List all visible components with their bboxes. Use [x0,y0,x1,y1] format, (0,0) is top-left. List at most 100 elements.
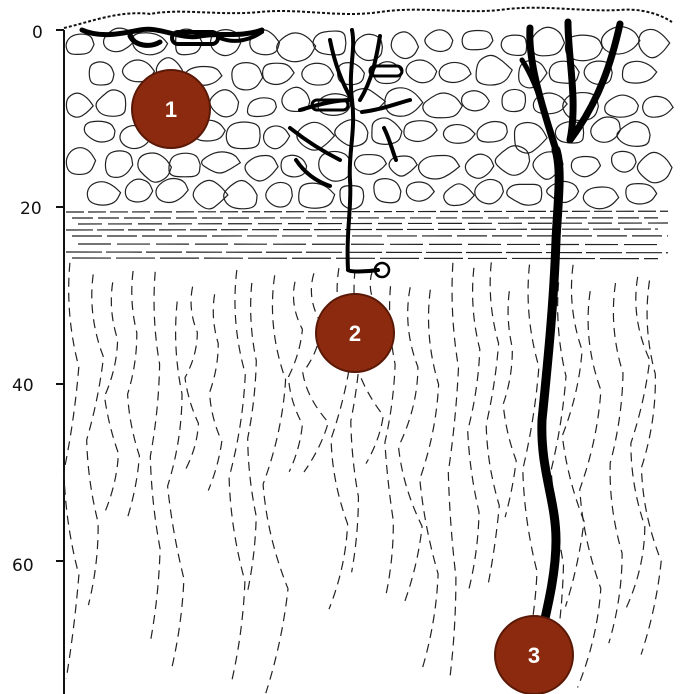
deep-root-channel-3 [522,22,620,650]
subsoil-fine-root [229,270,245,685]
marker-1: 1 [132,70,210,148]
subsoil-fine-root [578,291,601,687]
soil-clod [425,30,453,52]
depth-axis: 0 20 40 60 [12,23,64,694]
soil-clod [138,153,172,182]
compacted-stratum-line [72,258,658,259]
marker-2: 2 [316,294,394,372]
soil-clod [419,155,460,179]
soil-clod [465,154,493,178]
soil-clod [475,179,504,203]
soil-clod [224,181,257,209]
soil-clod [643,96,673,117]
subsoil-fine-root [303,273,329,472]
subsoil-fine-root [247,283,256,594]
subsoil-fine-root [448,263,458,681]
subsoil-fine-root [105,282,119,510]
subsoil-fine-root [420,290,439,669]
compacted-stratum-line [66,211,668,212]
compacted-stratum-line [78,244,658,245]
soil-clod [406,182,434,201]
soil-clod [626,184,657,204]
subsoil-fine-root [641,281,661,655]
soil-clod [156,178,188,202]
soil-clod [193,180,228,209]
soil-clod [232,63,263,90]
soil-clod [105,151,132,178]
subsoil-fine-root [468,268,480,593]
soil-clod [264,126,290,149]
soil-clod [637,152,672,182]
compacted-stratum-line [66,252,668,253]
subsoil-fine-root [626,277,650,609]
soil-clod [462,31,493,50]
subsoil-fine-root [521,265,539,674]
compacted-layer [66,211,668,258]
soil-clod [247,98,276,117]
soil-clod [406,60,437,83]
soil-clod [622,61,656,83]
soil-clod [515,122,548,153]
soil-clod [66,148,95,175]
subsoil-fine-root [486,262,499,586]
soil-clod [617,122,650,147]
soil-clod [591,117,621,142]
ground-surface-line [64,8,672,28]
soil-clod [66,34,94,54]
soil-clod [495,146,529,176]
burrow-system-2 [290,30,410,277]
soil-clod [423,93,462,118]
subsoil-fine-root [399,287,423,606]
soil-clod [439,62,471,82]
subsoil-fine-root [562,265,584,607]
soil-clod [389,156,417,176]
soil-clod [210,90,239,117]
soil-clod [477,122,507,143]
subsoil-fine-root [503,291,516,517]
subsoil-fine-root [64,263,79,679]
compacted-stratum-line [78,223,668,224]
subsoil-fine-root [168,302,184,671]
soil-clod [501,35,526,55]
subsoil-fine-root [263,275,288,693]
soil-clod [66,93,93,117]
soil-clod [583,187,618,209]
soil-clod [612,151,637,172]
soil-clod [444,184,475,206]
soil-clod [277,33,316,62]
soil-clod [404,121,437,142]
soil-clod [605,95,639,117]
soil-clod [354,155,386,175]
soil-clod [302,63,334,85]
soil-clod [374,179,401,203]
soil-clod [169,153,200,177]
marker-2-label: 2 [349,321,361,346]
soil-clod [639,29,670,57]
subsoil-fine-root [185,287,198,469]
soil-clod [476,55,512,85]
soil-clod [531,27,565,56]
soil-clod [96,90,126,116]
soil-clod [263,63,295,84]
subsoil-fine-root [128,271,140,517]
soil-clod [245,155,278,181]
soil-clod [89,62,114,85]
depth-tick-0: 0 [32,23,43,43]
compacted-stratum-line [66,229,658,230]
soil-clod [87,182,120,205]
depth-tick-40: 40 [12,376,34,396]
subsoil-fine-root [289,282,303,472]
soil-clod [125,179,152,202]
soil-clod [266,182,293,207]
subsoil-fine-root [208,294,222,490]
soil-clod [461,91,489,111]
soil-clod [571,157,600,177]
soil-clod [391,32,418,59]
soil-clod [502,89,525,111]
marker-3-label: 3 [528,643,540,668]
subsoil-fine-root [87,274,104,605]
soil-clod [84,121,115,142]
soil-clod [443,125,475,144]
depth-tick-60: 60 [12,556,34,576]
